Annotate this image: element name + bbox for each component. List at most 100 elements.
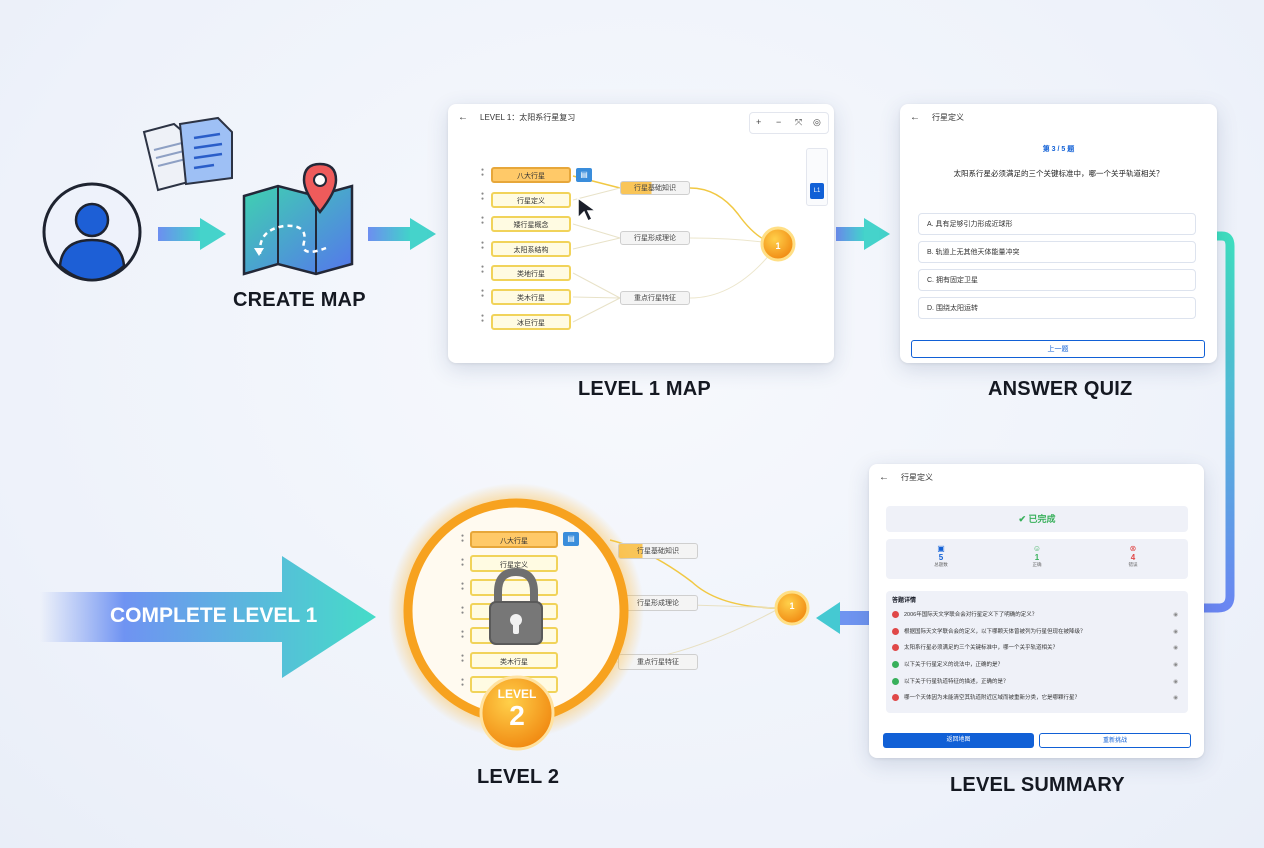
complete-level1-label: COMPLETE LEVEL 1 <box>110 604 318 627</box>
summary-title: 行星定义 <box>901 473 933 482</box>
level1-badge-number: 1 <box>775 241 780 251</box>
step-label-level-summary: LEVEL SUMMARY <box>950 774 1125 796</box>
correct-icon: ☺ <box>1032 544 1042 553</box>
quiz-progress: 第 3 / 5 题 <box>1042 146 1075 153</box>
map-node-5[interactable]: 类地行星 <box>491 265 571 281</box>
arrow-summary-to-level2 <box>816 602 870 634</box>
result-text: 哪一个天体因为未能清空其轨道附近区域而被重新分类，它是哪颗行星？ <box>904 695 1081 701</box>
step-label-level1-map: LEVEL 1 MAP <box>578 378 711 400</box>
mid-node-3[interactable]: 重点行星特征 <box>620 291 690 305</box>
prev-question-button[interactable]: 上一题 <box>911 340 1205 358</box>
step-label-create-map: CREATE MAP <box>233 289 366 311</box>
wrong-status-icon <box>892 694 899 702</box>
check-circle-icon: ✔ <box>1018 514 1026 524</box>
completed-status: 已完成 <box>1028 514 1056 524</box>
result-text: 以下关于行星定义的说法中，正确的是？ <box>904 662 1004 668</box>
stat-correct-label: 正确 <box>1032 562 1042 567</box>
level2-node-6: 类木行星 <box>470 652 558 669</box>
complete-level-arrow <box>40 556 376 678</box>
stats-panel: ▣ 5 总题数 ☺ 1 正确 ⊗ 4 错误 <box>886 539 1188 579</box>
wrong-icon: ⊗ <box>1129 544 1137 553</box>
documents-icon <box>140 116 236 201</box>
map-node-2[interactable]: 行星定义 <box>491 192 571 208</box>
back-arrow-icon[interactable]: ← <box>879 472 889 483</box>
arrow-level1-to-quiz <box>836 218 890 250</box>
view-eye-icon[interactable]: ◉ <box>1173 629 1178 635</box>
step-label-answer-quiz: ANSWER QUIZ <box>988 378 1133 400</box>
stat-total-label: 总题数 <box>934 562 948 567</box>
fit-view-button[interactable]: ⤧ <box>795 117 803 127</box>
level-selector: L1 <box>806 148 828 206</box>
result-row[interactable]: 以下关于行星轨道特征的描述，正确的是？◉ <box>892 675 1178 689</box>
retry-button[interactable]: 重新挑战 <box>1039 733 1191 748</box>
back-arrow-icon[interactable]: ← <box>910 112 920 123</box>
completed-banner: ✔ 已完成 <box>886 506 1188 532</box>
view-eye-icon[interactable]: ◉ <box>1173 612 1178 618</box>
level1-map-card: ←LEVEL 1：太阳系行星复习 + − ⤧ ◎ L1 1 ●● 八大行星 ▤ … <box>448 104 834 363</box>
level-summary-card: ← 行星定义 ✔ 已完成 ▣ 5 总题数 ☺ 1 正确 ⊗ 4 错误 答题详情 2… <box>869 464 1204 758</box>
map-edges: 1 <box>572 175 796 323</box>
map-node-4[interactable]: 太阳系结构 <box>491 241 571 257</box>
view-eye-icon[interactable]: ◉ <box>1173 645 1178 651</box>
map-node-6[interactable]: 类木行星 <box>491 289 571 305</box>
return-map-button[interactable]: 返回地图 <box>883 733 1034 748</box>
pipe-quiz-to-summary <box>1199 231 1235 613</box>
level2-note-icon: ▤ <box>563 532 579 546</box>
quiz-question: 太阳系行星必须满足的三个关键标准中，哪一个关乎轨道相关？ <box>953 169 1164 178</box>
result-row[interactable]: 以下关于行星定义的说法中，正确的是？ ◉ <box>892 658 1178 672</box>
level2-mid-node-1: 行星基础知识 <box>618 543 698 559</box>
map-node-1[interactable]: 八大行星 <box>491 167 571 183</box>
level2-badge-icon <box>479 675 555 751</box>
step-label-level2: LEVEL 2 <box>477 766 560 788</box>
padlock-icon <box>489 567 543 645</box>
view-eye-icon[interactable]: ◉ <box>1173 679 1178 685</box>
result-row[interactable]: 哪一个天体因为未能清空其轨道附近区域而被重新分类，它是哪颗行星？ ◉ <box>892 691 1178 705</box>
level2-node-1: 八大行星 <box>470 531 558 548</box>
folded-map-icon <box>238 160 358 285</box>
mid-node-1[interactable]: 行星基础知识 <box>620 181 690 195</box>
quiz-title: 行星定义 <box>932 113 964 122</box>
quiz-card: ← 行星定义 第 3 / 5 题 太阳系行星必须满足的三个关键标准中，哪一个关乎轨… <box>900 104 1217 363</box>
level2-badge-word: LEVEL <box>497 687 537 701</box>
wrong-status-icon <box>892 611 899 619</box>
wrong-status-icon <box>892 628 899 636</box>
view-eye-icon[interactable]: ◉ <box>1173 662 1178 668</box>
back-arrow-icon[interactable]: ← <box>458 112 468 123</box>
result-row[interactable]: 太阳系行星必须满足的三个关键标准中，哪一个关乎轨道相关？◉ <box>892 641 1178 655</box>
mid-node-2[interactable]: 行星形成理论 <box>620 231 690 245</box>
user-avatar-icon <box>42 182 142 287</box>
correct-status-icon <box>892 661 899 669</box>
arrow-map-to-level1 <box>368 218 436 250</box>
results-title: 答题详情 <box>892 598 917 604</box>
quiz-option-c[interactable]: C. 拥有固定卫星 <box>918 269 1196 291</box>
result-text: 根据国际天文学联合会的定义，以下哪颗天体曾被列为行星但现在被降级？ <box>904 629 1086 635</box>
level-chip[interactable]: L1 <box>810 183 824 199</box>
quiz-option-d[interactable]: D. 围绕太阳运转 <box>918 297 1196 319</box>
quiz-option-b[interactable]: B. 轨道上无其他天体能量冲突 <box>918 241 1196 263</box>
map-zoom-toolbar: + − ⤧ ◎ <box>749 112 829 134</box>
results-panel: 答题详情 2006年国际天文学联合会对行星定义下了明确的定义？ ◉ 根据国际天文学… <box>886 591 1188 713</box>
map-node-3[interactable]: 矮行星概念 <box>491 216 571 232</box>
level2-map-badge-number: 1 <box>789 601 795 611</box>
note-icon[interactable]: ▤ <box>576 168 592 182</box>
stat-wrong-value: 4 <box>1130 553 1136 562</box>
correct-status-icon <box>892 678 899 686</box>
wrong-status-icon <box>892 644 899 652</box>
map-title: LEVEL 1：太阳系行星复习 <box>480 113 576 122</box>
locate-button[interactable]: ◎ <box>813 117 821 127</box>
result-row[interactable]: 根据国际天文学联合会的定义，以下哪颗天体曾被列为行星但现在被降级？ ◉ <box>892 625 1178 639</box>
zoom-in-button[interactable]: + <box>756 117 762 127</box>
result-text: 2006年国际天文学联合会对行星定义下了明确的定义？ <box>904 612 1038 618</box>
level2-mid-node-3: 重点行星特征 <box>618 654 698 670</box>
result-row[interactable]: 2006年国际天文学联合会对行星定义下了明确的定义？ ◉ <box>892 608 1178 622</box>
zoom-out-button[interactable]: − <box>776 117 782 127</box>
mouse-cursor-icon <box>577 196 599 223</box>
map-node-7[interactable]: 冰巨行星 <box>491 314 571 330</box>
stat-total-value: 5 <box>938 553 944 562</box>
view-eye-icon[interactable]: ◉ <box>1173 695 1178 701</box>
stat-wrong-label: 错误 <box>1128 562 1138 567</box>
stat-correct-value: 1 <box>1034 553 1040 562</box>
quiz-option-a[interactable]: A. 具有足够引力形成近球形 <box>918 213 1196 235</box>
arrow-user-to-map <box>158 218 226 250</box>
